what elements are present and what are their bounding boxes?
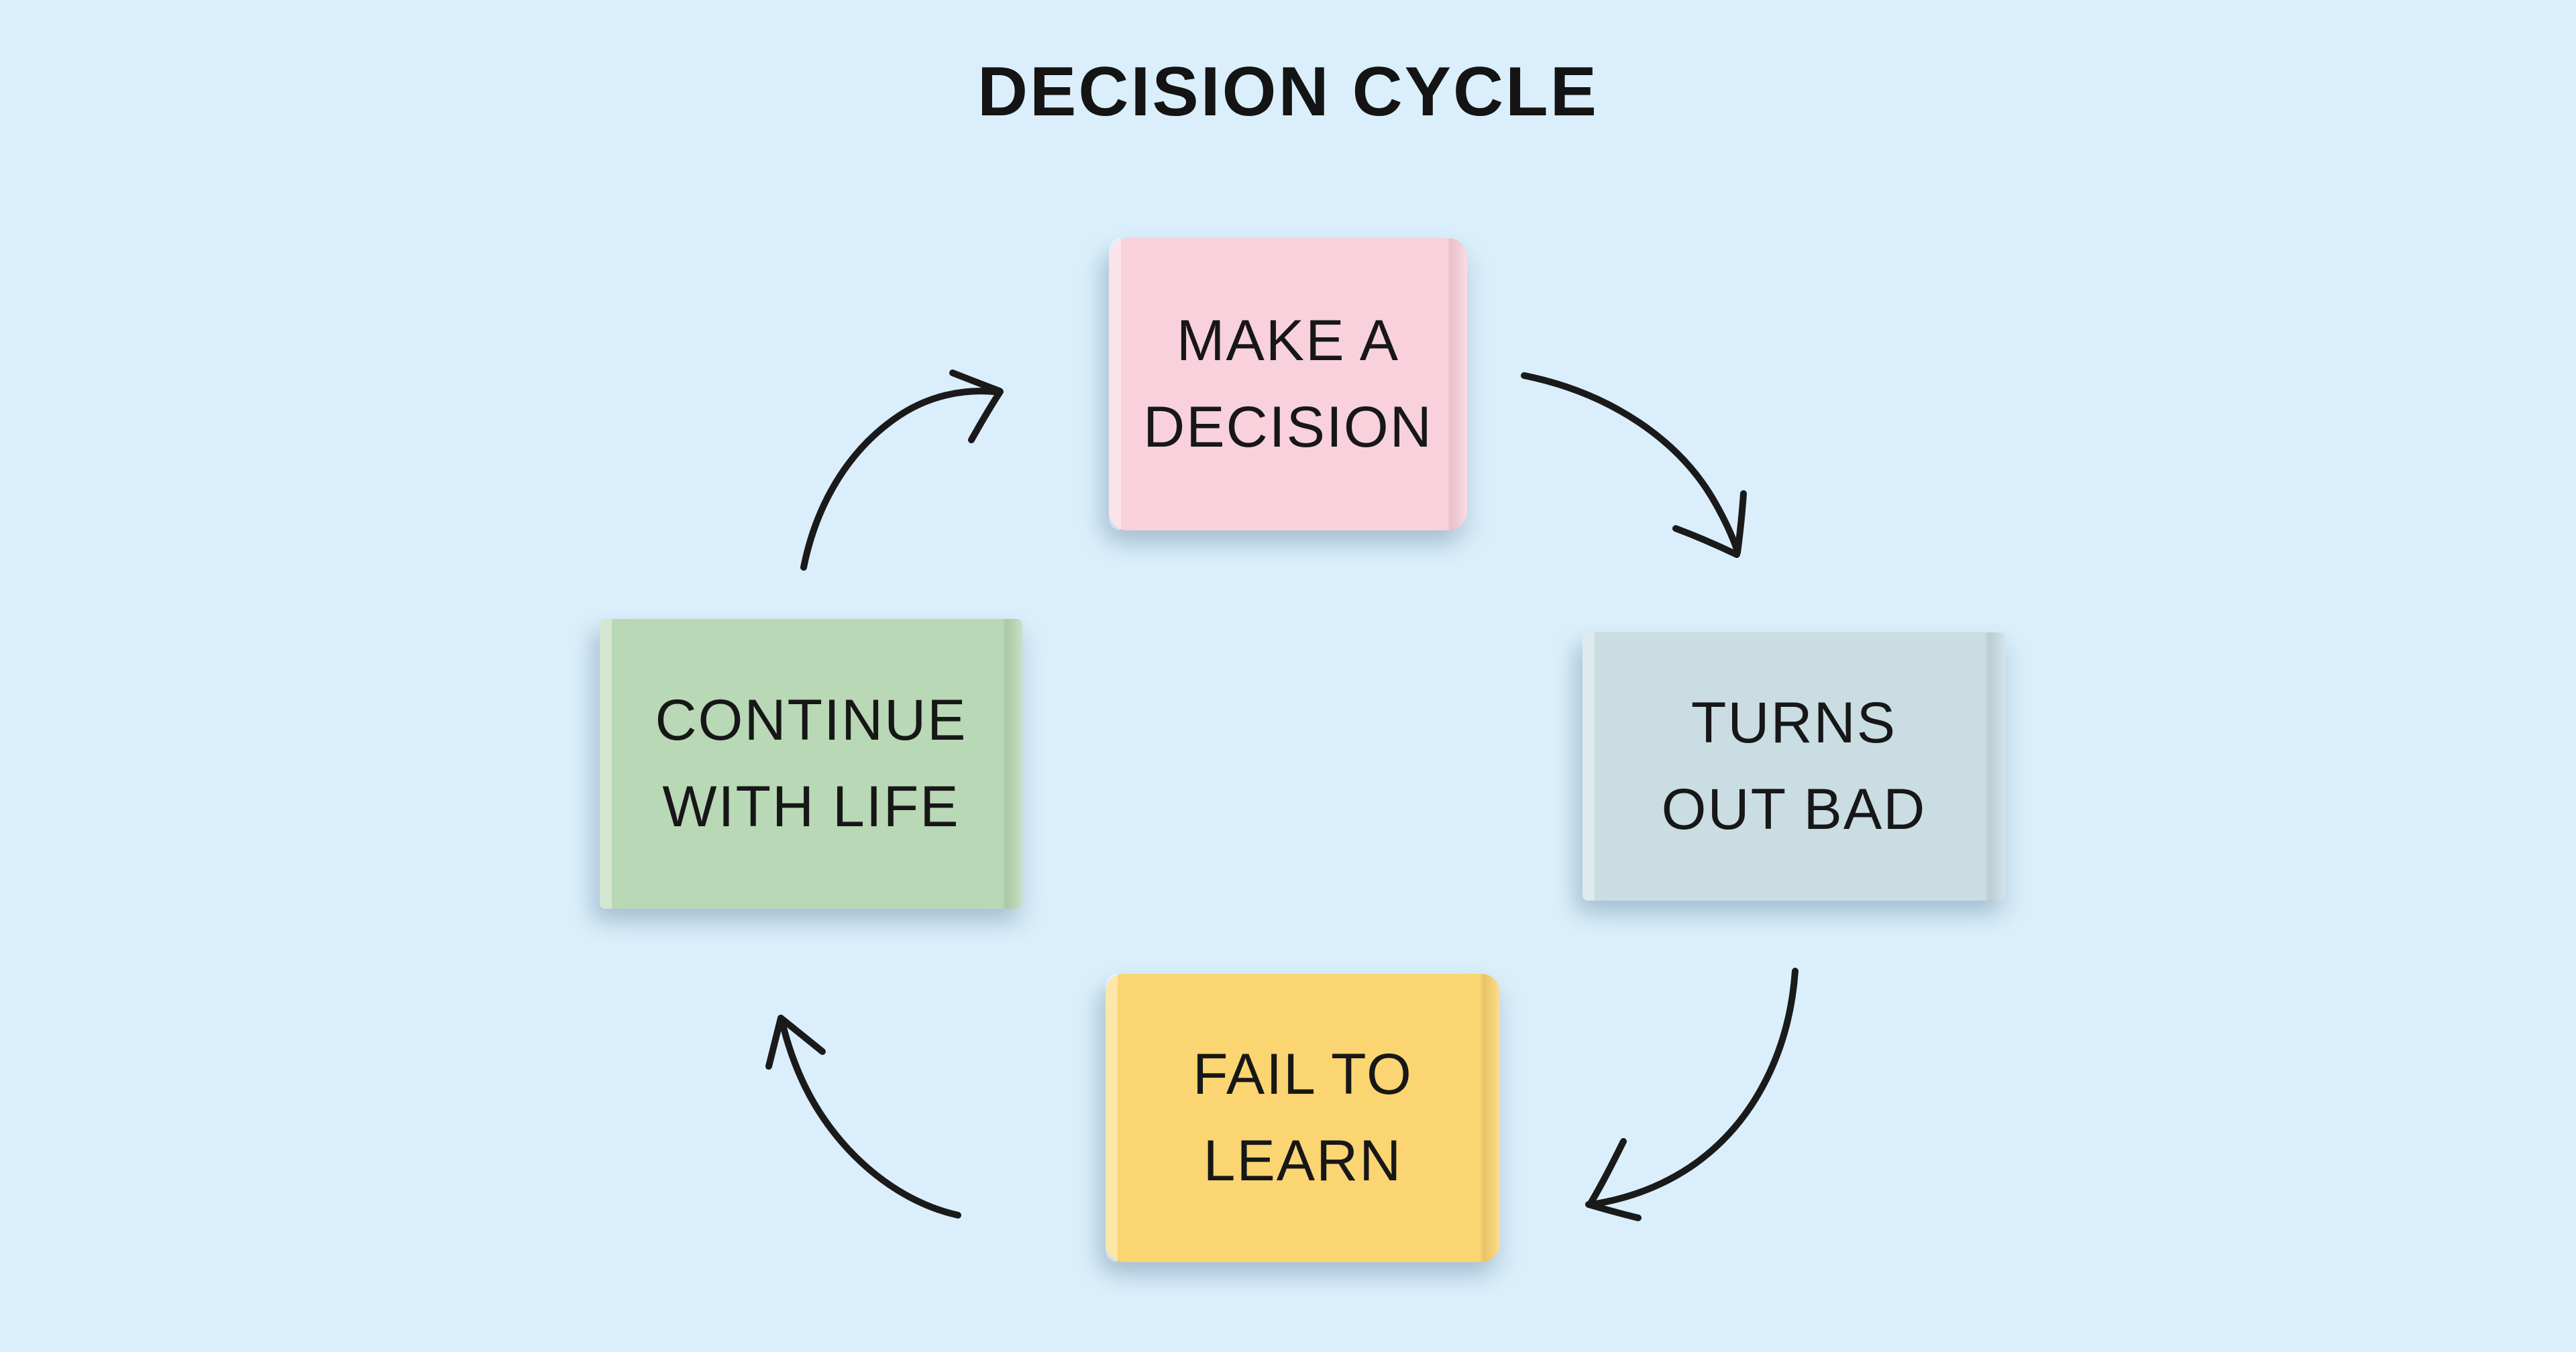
- note-make-a-decision-label: MAKE A DECISION: [1143, 298, 1433, 471]
- note-make-a-decision: MAKE A DECISION: [1109, 238, 1467, 530]
- note-fail-to-learn: FAIL TO LEARN: [1106, 974, 1500, 1262]
- note-fail-to-learn-label: FAIL TO LEARN: [1193, 1031, 1413, 1204]
- arrow-continue-with-life-to-make-a-decision: [800, 370, 1004, 571]
- note-label-line: WITH LIFE: [662, 775, 960, 839]
- note-label-line: CONTINUE: [655, 688, 967, 752]
- note-turns-out-bad-label: TURNS OUT BAD: [1662, 680, 1927, 853]
- diagram-title: DECISION CYCLE: [977, 53, 1599, 131]
- note-continue-with-life: CONTINUE WITH LIFE: [600, 619, 1022, 909]
- note-label-line: TURNS: [1690, 691, 1897, 755]
- arrow-fail-to-learn-to-continue-with-life: [765, 1015, 961, 1219]
- arrow-turns-out-bad-to-fail-to-learn: [1585, 968, 1799, 1221]
- note-label-line: LEARN: [1203, 1129, 1403, 1193]
- arrow-make-a-decision-to-turns-out-bad: [1521, 372, 1747, 558]
- note-label-line: OUT BAD: [1661, 777, 1927, 842]
- note-label-line: DECISION: [1143, 395, 1433, 459]
- note-label-line: FAIL TO: [1193, 1042, 1413, 1107]
- note-label-line: MAKE A: [1176, 308, 1400, 373]
- note-turns-out-bad: TURNS OUT BAD: [1582, 632, 2005, 901]
- note-continue-with-life-label: CONTINUE WITH LIFE: [655, 677, 967, 850]
